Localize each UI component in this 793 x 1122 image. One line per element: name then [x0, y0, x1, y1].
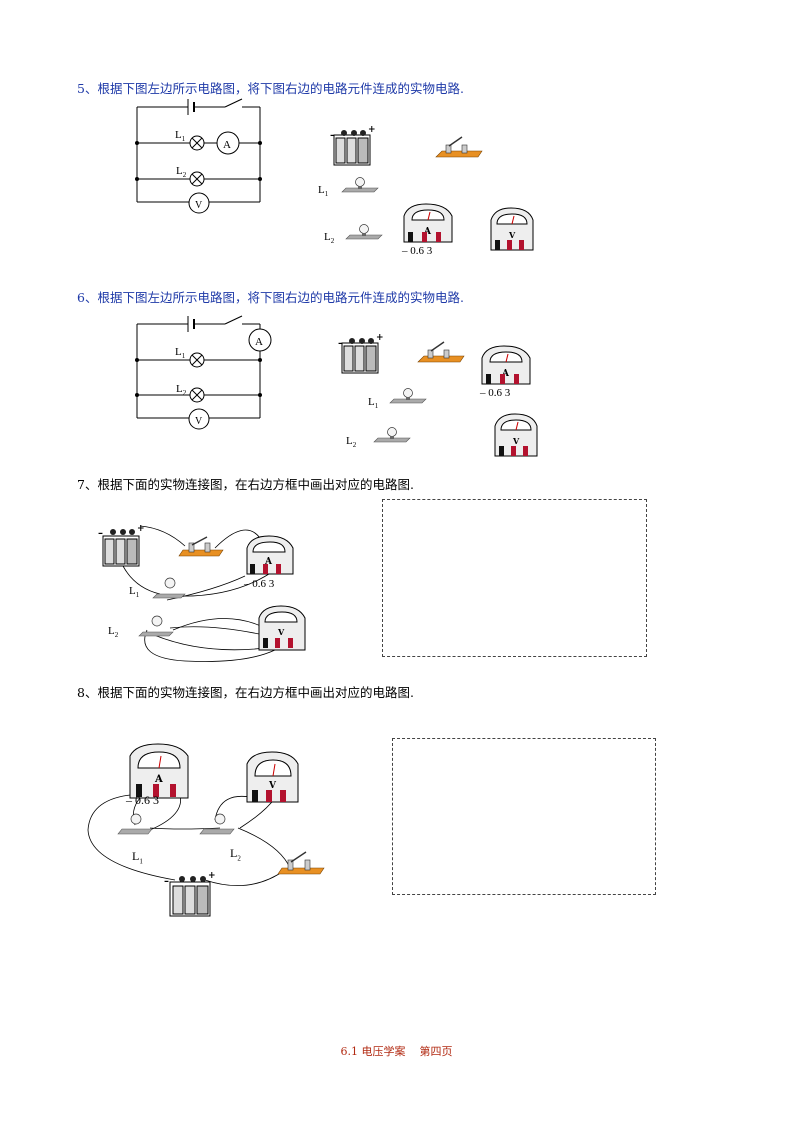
switch-icon — [435, 136, 483, 158]
voltmeter-icon: V — [494, 413, 538, 457]
question-6: 6、根据下图左边所示电路图，将下图右边的电路元件连成的实物电路. — [77, 290, 464, 305]
svg-text:A: A — [423, 227, 432, 237]
q5-component-label-l2: L2 — [324, 231, 335, 246]
ammeter-icon: A — [481, 345, 531, 385]
question-8: 8、根据下面的实物连接图，在右边方框中画出对应的电路图. — [77, 685, 414, 700]
svg-text:A: A — [264, 557, 273, 567]
svg-text:A: A — [154, 774, 163, 785]
ammeter-terminal-labels: – 0.6 3 — [244, 578, 275, 590]
q5-circuit-diagram: A V — [135, 98, 262, 214]
battery-icon: –+ — [338, 333, 384, 374]
svg-text:–: – — [164, 876, 169, 887]
q6-component-label-l2: L2 — [346, 435, 357, 450]
battery-icon: –+ — [330, 125, 376, 166]
q7-physical-circuit: – + A V — [98, 524, 306, 662]
ammeter-symbol: A — [255, 336, 263, 348]
svg-text:+: + — [137, 524, 145, 534]
svg-text:V: V — [277, 627, 285, 637]
svg-text:–: – — [98, 528, 103, 539]
ammeter-terminal-labels: – 0.6 3 — [126, 793, 159, 807]
ammeter-icon: A — [403, 203, 453, 243]
bulb-icon — [341, 177, 379, 193]
svg-text:–: – — [330, 130, 335, 141]
ammeter-symbol: A — [223, 139, 231, 151]
question-5: 5、根据下图左边所示电路图，将下图右边的电路元件连成的实物电路. — [77, 81, 464, 96]
svg-text:+: + — [376, 333, 384, 343]
svg-text:A: A — [501, 369, 510, 379]
svg-text:V: V — [268, 781, 277, 791]
q6-diagram-label-l1: L1 — [175, 346, 186, 361]
question-7: 7、根据下面的实物连接图，在右边方框中画出对应的电路图. — [77, 477, 414, 492]
q7-answer-box[interactable] — [382, 499, 647, 657]
voltmeter-symbol: V — [195, 200, 203, 211]
q6-circuit-diagram: A V — [135, 315, 272, 430]
bulb-icon — [345, 224, 383, 240]
bulb-icon — [373, 427, 411, 443]
svg-text:V: V — [508, 230, 516, 240]
svg-text:V: V — [512, 436, 520, 446]
page-footer: 6.1 电压学案 第四页 — [340, 1045, 453, 1058]
q7-label-l2: L2 — [108, 625, 119, 640]
q7-label-l1: L1 — [129, 585, 140, 600]
q5-component-label-l1: L1 — [318, 184, 329, 199]
switch-icon — [417, 341, 465, 363]
q5-diagram-label-l1: L1 — [175, 129, 186, 144]
svg-text:+: + — [368, 125, 376, 135]
q8-answer-box[interactable] — [392, 738, 656, 895]
q8-label-l1: L1 — [132, 849, 143, 866]
ammeter-terminal-labels: – 0.6 3 — [480, 387, 511, 399]
svg-text:–: – — [338, 338, 343, 349]
q6-diagram-label-l2: L2 — [176, 383, 187, 398]
svg-text:+: + — [208, 871, 216, 881]
voltmeter-symbol: V — [195, 416, 203, 427]
q8-label-l2: L2 — [230, 846, 241, 863]
q6-component-label-l1: L1 — [368, 396, 379, 411]
bulb-icon — [389, 388, 427, 404]
ammeter-terminal-labels: – 0.6 3 — [402, 245, 433, 257]
q8-physical-circuit: A V – + — [87, 743, 325, 917]
voltmeter-icon: V — [490, 207, 534, 251]
q5-diagram-label-l2: L2 — [176, 165, 187, 180]
